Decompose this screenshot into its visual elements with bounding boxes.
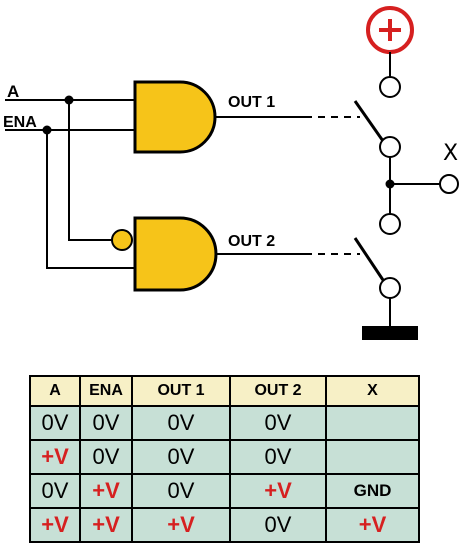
output-x-label: X [443,141,458,166]
table-cell: 0V [29,473,81,509]
header-x: X [325,375,420,407]
circuit-diagram: A ENA OUT 1 OUT 2 X [3,6,459,340]
header-out2: OUT 2 [229,375,327,407]
junction-ena [42,125,52,135]
table-cell: 0V [229,507,327,543]
ground-bar-icon [362,326,418,340]
table-cell: 0V [229,439,327,475]
output-wires [214,116,360,255]
junction-x [385,179,395,189]
junction-a [64,95,74,105]
table-cell: 0V [229,405,327,441]
input-a-label: A [7,82,19,101]
switch-2-lever [353,237,385,281]
inverter-bubble [111,229,133,251]
switch-2-top-contact [379,213,401,235]
table-row: 0V 0V 0V 0V [29,405,420,441]
header-ena: ENA [79,375,133,407]
and-gate-2 [133,216,218,292]
table-row: +V 0V 0V 0V [29,439,420,475]
table-cell [325,405,420,441]
out1-label: OUT 1 [228,94,275,111]
table-cell: +V [29,439,81,475]
header-a: A [29,375,81,407]
wire-a-to-gate2 [68,100,112,241]
table-cell: +V [131,507,231,543]
table-cell: 0V [131,405,231,441]
table-cell: 0V [29,405,81,441]
truth-table: A ENA OUT 1 OUT 2 X 0V 0V 0V 0V +V 0V 0V… [29,375,420,543]
table-cell: 0V [79,439,133,475]
table-row: +V +V +V 0V +V [29,507,420,543]
header-out1: OUT 1 [131,375,231,407]
table-cell: GND [325,473,420,509]
and-gate-1 [133,80,217,154]
table-cell: +V [29,507,81,543]
table-cell: 0V [79,405,133,441]
table-cell: +V [229,473,327,509]
table-cell: 0V [131,473,231,509]
switch-1-top-contact [379,76,401,98]
table-cell: +V [79,507,133,543]
table-cell: +V [325,507,420,543]
table-cell [325,439,420,475]
table-cell: 0V [131,439,231,475]
switch-2-bottom-contact [379,277,401,299]
output-x-terminal [439,174,459,194]
switch-1-bottom-contact [379,136,401,158]
circled-plus-icon [366,6,414,54]
truth-table-header-row: A ENA OUT 1 OUT 2 X [29,375,420,407]
wire-ena-to-gate2 [46,130,135,269]
switch-1-lever [353,100,385,142]
table-cell: +V [79,473,133,509]
table-row: 0V +V 0V +V GND [29,473,420,509]
out2-label: OUT 2 [228,233,275,250]
input-ena-label: ENA [3,114,37,131]
